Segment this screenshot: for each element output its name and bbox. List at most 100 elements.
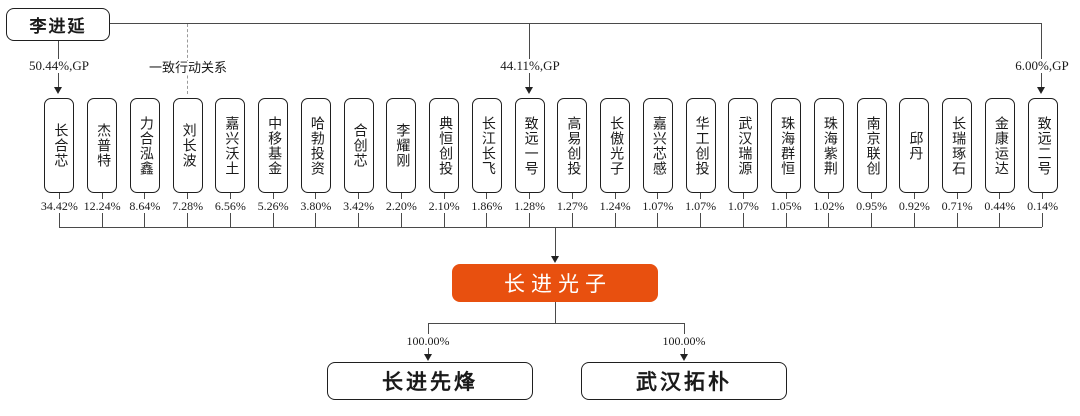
shareholder-name: 长傲光子 xyxy=(608,115,624,176)
connector-line xyxy=(187,213,189,227)
controller-box: 李进延 xyxy=(6,8,110,41)
shareholder-name: 邱丹 xyxy=(907,130,923,161)
shareholder-name: 金康运达 xyxy=(992,115,1008,176)
shareholder-column: 长合芯 34.42% xyxy=(38,98,81,227)
connector-line xyxy=(785,193,787,199)
connector-line xyxy=(144,213,146,227)
shareholder-percent: 1.07% xyxy=(642,199,674,213)
shareholder-percent: 1.24% xyxy=(599,199,631,213)
shareholder-percent: 6.56% xyxy=(214,199,246,213)
shareholder-percent: 34.42% xyxy=(40,199,78,213)
shareholder-box: 长合芯 xyxy=(44,98,75,193)
connector-line xyxy=(742,213,744,227)
shareholder-name: 嘉兴芯感 xyxy=(650,115,666,176)
shareholder-box: 嘉兴芯感 xyxy=(642,98,673,193)
shareholder-column: 致远二号 0.14% xyxy=(1021,98,1064,227)
shareholder-name: 武汉瑞源 xyxy=(736,115,752,176)
shareholder-name: 合创芯 xyxy=(351,123,367,168)
shareholder-percent: 0.95% xyxy=(856,199,888,213)
edge-label-controller-stake: 50.44%,GP xyxy=(18,59,100,73)
connector-line xyxy=(529,23,530,88)
connector-line xyxy=(956,193,958,199)
connector-line xyxy=(358,213,360,227)
connector-line xyxy=(828,213,830,227)
arrowhead-icon xyxy=(424,354,432,361)
connector-line xyxy=(742,193,744,199)
shareholder-percent: 1.86% xyxy=(471,199,503,213)
connector-line xyxy=(486,213,488,227)
arrowhead-icon xyxy=(551,256,559,263)
connector-line xyxy=(956,213,958,227)
shareholder-column: 嘉兴沃土 6.56% xyxy=(209,98,252,227)
shareholder-name: 高易创投 xyxy=(565,115,581,176)
connector-line xyxy=(272,193,274,199)
shareholder-name: 致远二号 xyxy=(1035,115,1051,176)
connector-line xyxy=(400,193,402,199)
edge-label-zhiyuan2-stake: 6.00%,GP xyxy=(1001,59,1080,73)
shareholder-box: 合创芯 xyxy=(343,98,374,193)
shareholder-column: 金康运达 0.44% xyxy=(979,98,1022,227)
subsidiary-box: 长进先烽 xyxy=(327,362,533,400)
connector-line xyxy=(101,213,103,227)
shareholder-name: 长江长飞 xyxy=(479,115,495,176)
connector-line xyxy=(999,193,1001,199)
shareholder-column: 刘长波 7.28% xyxy=(166,98,209,227)
connector-line xyxy=(229,213,231,227)
shareholder-box: 哈勃投资 xyxy=(300,98,331,193)
arrowhead-icon xyxy=(680,354,688,361)
connector-line xyxy=(871,213,873,227)
connector-line xyxy=(871,193,873,199)
shareholder-percent: 1.27% xyxy=(556,199,588,213)
shareholder-name: 李耀刚 xyxy=(394,123,410,168)
connector-line xyxy=(913,193,915,199)
connector-line xyxy=(229,193,231,199)
shareholder-box: 嘉兴沃土 xyxy=(215,98,246,193)
connector-line xyxy=(657,193,659,199)
connector-line xyxy=(571,213,573,227)
shareholder-box: 南京联创 xyxy=(856,98,887,193)
shareholder-percent: 1.05% xyxy=(770,199,802,213)
connector-line xyxy=(144,193,146,199)
connector-line xyxy=(1042,193,1044,199)
shareholder-percent: 0.44% xyxy=(984,199,1016,213)
shareholder-box: 珠海群恒 xyxy=(771,98,802,193)
shareholder-name: 华工创投 xyxy=(693,115,709,176)
shareholder-box: 李耀刚 xyxy=(386,98,417,193)
connector-line xyxy=(614,193,616,199)
connector-line xyxy=(272,213,274,227)
connector-line xyxy=(443,213,445,227)
connector-line xyxy=(785,213,787,227)
connector-line xyxy=(657,213,659,227)
shareholder-percent: 7.28% xyxy=(172,199,204,213)
shareholder-box: 武汉瑞源 xyxy=(728,98,759,193)
shareholder-percent: 1.07% xyxy=(685,199,717,213)
shareholder-percent: 1.07% xyxy=(727,199,759,213)
shareholder-percent: 0.14% xyxy=(1027,199,1059,213)
edge-label-zhiyuan1-stake: 44.11%,GP xyxy=(489,59,571,73)
connector-line xyxy=(529,213,531,227)
shareholder-box: 高易创投 xyxy=(557,98,588,193)
shareholder-column: 哈勃投资 3.80% xyxy=(295,98,338,227)
connector-line xyxy=(101,193,103,199)
connector-line xyxy=(58,193,60,199)
shareholder-box: 中移基金 xyxy=(258,98,289,193)
shareholder-box: 长傲光子 xyxy=(600,98,631,193)
shareholder-box: 刘长波 xyxy=(172,98,203,193)
shareholder-name: 珠海紫荆 xyxy=(821,115,837,176)
shareholder-column: 嘉兴芯感 1.07% xyxy=(637,98,680,227)
shareholder-column: 长傲光子 1.24% xyxy=(594,98,637,227)
shareholder-column: 珠海群恒 1.05% xyxy=(765,98,808,227)
shareholder-column: 华工创投 1.07% xyxy=(679,98,722,227)
shareholder-percent: 3.80% xyxy=(300,199,332,213)
shareholder-box: 珠海紫荆 xyxy=(813,98,844,193)
shareholder-box: 力合泓鑫 xyxy=(129,98,160,193)
connector-line xyxy=(913,213,915,227)
connector-line xyxy=(315,213,317,227)
